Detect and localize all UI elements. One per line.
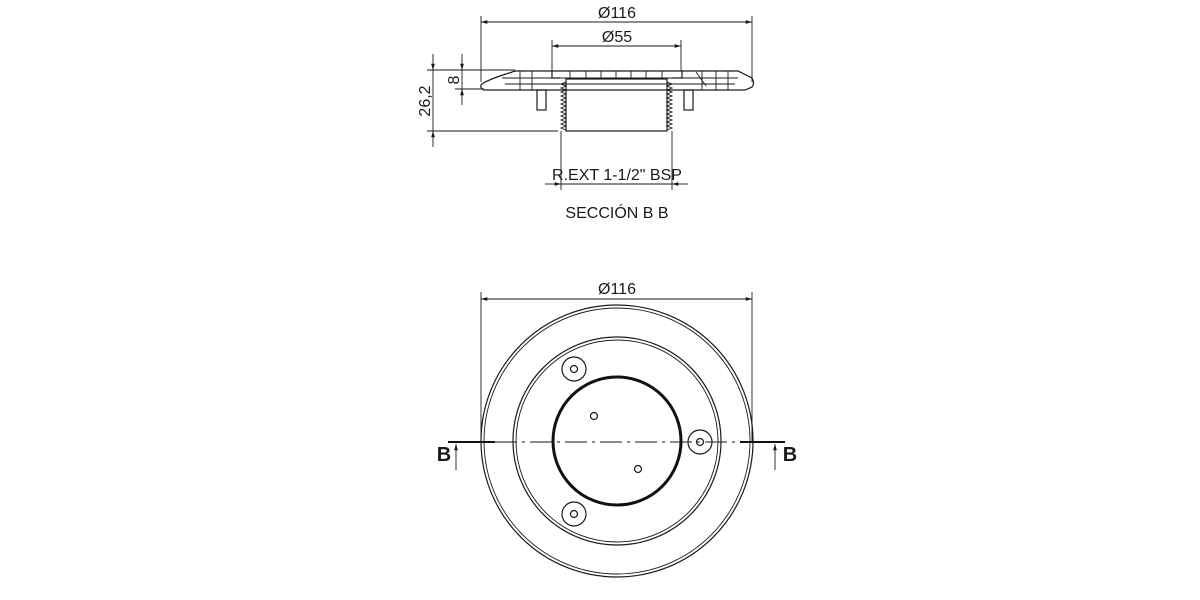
locating-pin-left <box>536 89 547 111</box>
dimension-inner-diameter: Ø55 <box>551 29 682 70</box>
dimension-flange-height: 8 <box>446 54 484 105</box>
svg-text:B: B <box>437 444 451 466</box>
section-mark-left: B <box>437 441 495 470</box>
dimension-outer-diameter: Ø116 <box>480 5 753 82</box>
small-hole <box>589 411 599 421</box>
section-title: SECCIÓN B B <box>565 203 668 222</box>
flange-ribs <box>519 71 729 90</box>
inner-diameter-label: Ø55 <box>602 29 632 46</box>
section-body <box>480 70 755 132</box>
boss-holes <box>561 356 713 527</box>
dimension-thread: R.EXT 1-1/2" BSP <box>545 131 688 190</box>
inner-ring <box>512 336 722 546</box>
threaded-tube <box>559 78 674 132</box>
central-opening <box>551 375 683 507</box>
thread-label: R.EXT 1-1/2" BSP <box>552 167 682 184</box>
locating-pin-right <box>683 89 694 111</box>
dimension-top-outer-diameter: Ø116 <box>480 281 753 441</box>
svg-text:B: B <box>783 444 797 466</box>
top-outer-diameter-label: Ø116 <box>598 281 636 298</box>
section-view: Ø116 Ø55 26,2 8 R <box>417 5 755 222</box>
top-view: Ø116 B B <box>437 281 797 578</box>
small-hole <box>633 464 643 474</box>
flange-height-label: 8 <box>446 75 463 84</box>
total-height-label: 26,2 <box>417 85 434 116</box>
dimension-total-height: 26,2 <box>417 54 558 147</box>
section-mark-right: B <box>740 441 797 470</box>
outer-diameter-label: Ø116 <box>598 5 636 22</box>
